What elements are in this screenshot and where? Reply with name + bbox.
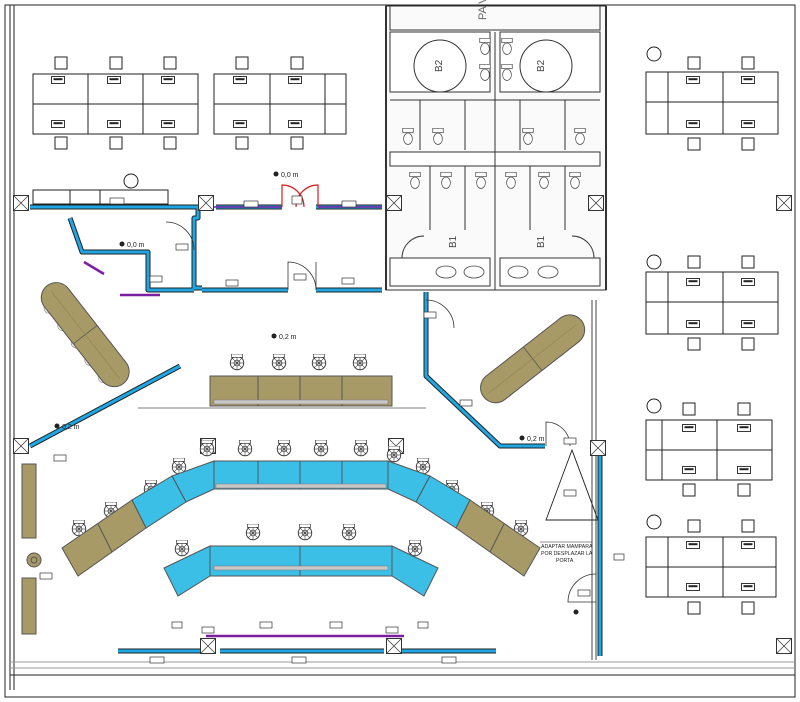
- console-wings-tan: [61, 499, 541, 577]
- console-row-middle: [209, 354, 393, 407]
- level-label-office: 0,0 m: [127, 242, 145, 249]
- room-label-b1-left: B1: [448, 235, 459, 248]
- note-block: ADAPTAR MAMPARA POR DESPLAZAR LA PORTA: [540, 541, 593, 564]
- conference-table-right: [480, 314, 586, 404]
- console-arc-lower: [163, 524, 439, 597]
- desk-cluster-top-left: [32, 56, 199, 150]
- level-markers: [54, 171, 579, 615]
- level-label-left: 0,2 m: [62, 424, 80, 431]
- note-line-3: PORTA: [556, 558, 574, 564]
- label-top: PA VE: [477, 0, 489, 20]
- tags: [39, 195, 625, 664]
- restroom-fixtures: [402, 38, 586, 279]
- room-label-b2-left: B2: [434, 59, 445, 72]
- reception-counter: [32, 173, 169, 205]
- restroom-block: [385, 5, 607, 291]
- room-label-b2-right: B2: [536, 59, 547, 72]
- room-label-b1-right: B1: [536, 235, 547, 248]
- doors: [165, 184, 599, 603]
- desk-clusters-right: [645, 46, 779, 615]
- note-line-2: POR DESPLAZAR LA: [541, 551, 593, 557]
- conference-table-left: [40, 282, 130, 388]
- note-line-1: ADAPTAR MAMPARA: [541, 544, 593, 550]
- left-cabinets: [21, 463, 42, 635]
- console-arc-main: [71, 440, 529, 537]
- level-label-right: 0,2 m: [527, 436, 545, 443]
- glass-partitions: [28, 204, 603, 660]
- building-outline: [4, 4, 796, 698]
- level-label-door: 0,0 m: [281, 172, 299, 179]
- desk-cluster-top-middle: [213, 56, 347, 150]
- level-label-hall: 0,2 m: [279, 334, 297, 341]
